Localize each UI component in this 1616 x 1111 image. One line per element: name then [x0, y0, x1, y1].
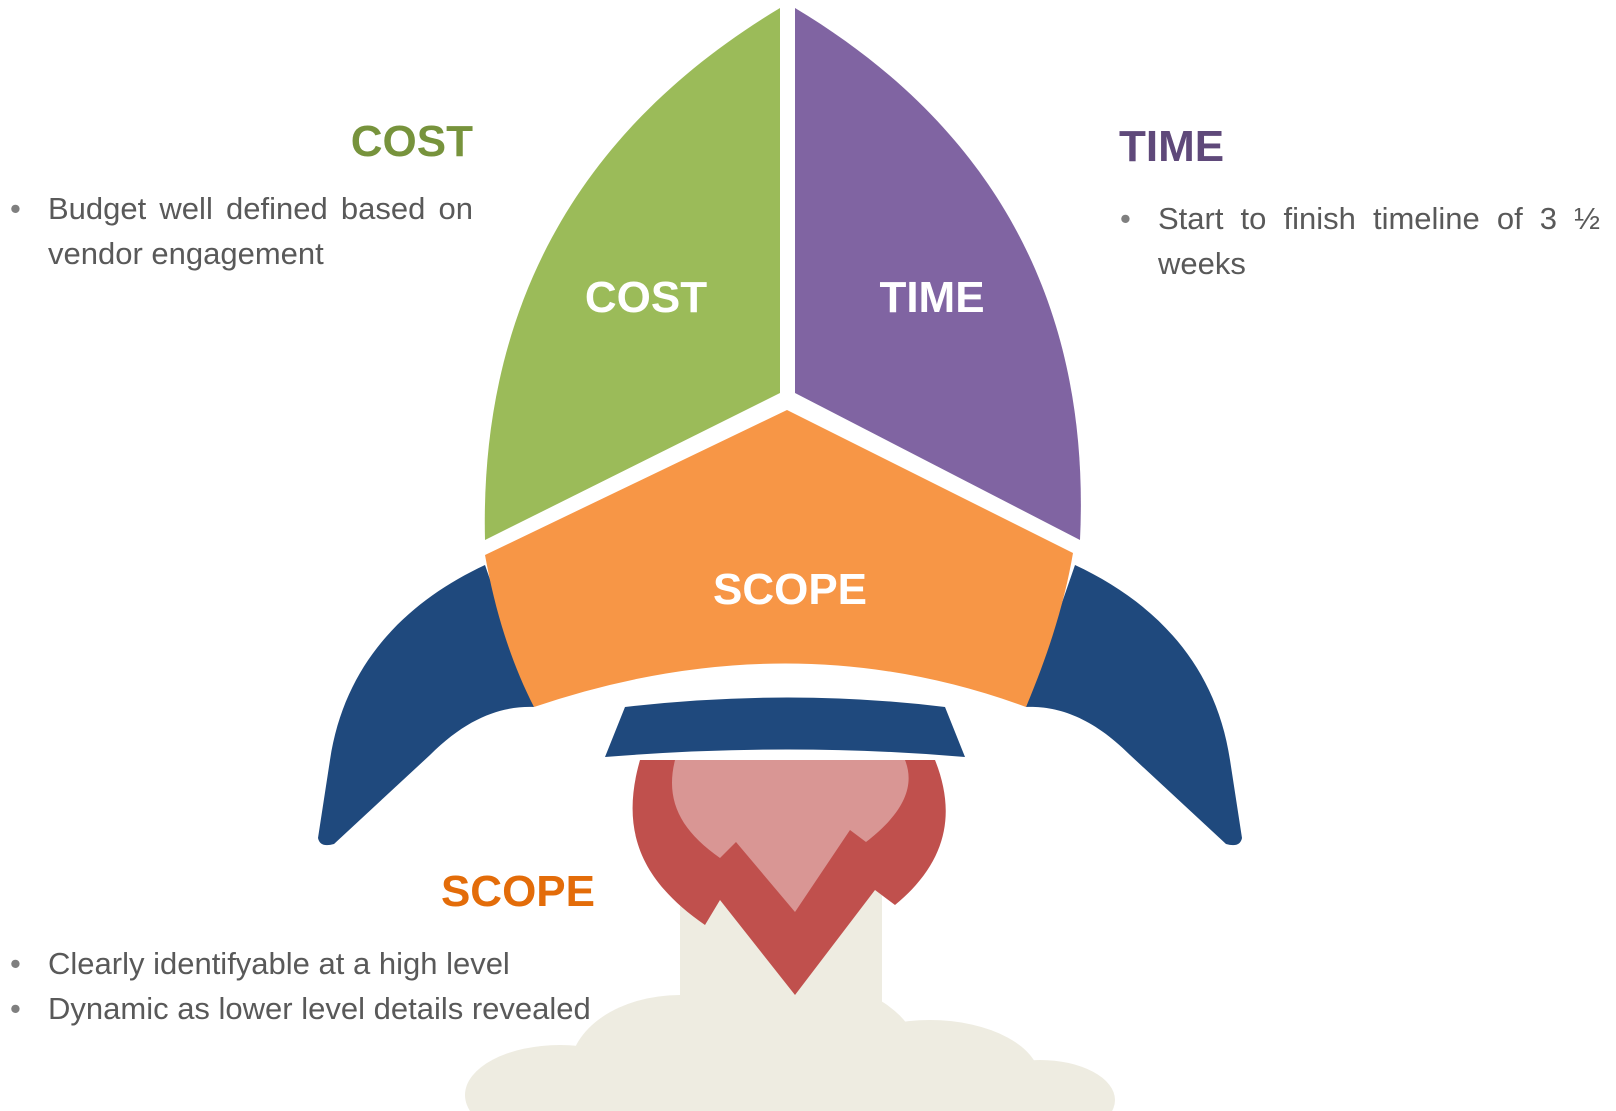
scope-segment [485, 410, 1073, 707]
time-segment-label: TIME [879, 273, 984, 322]
rocket-nozzle [605, 697, 965, 757]
cost-bullet: Budget well defined based on vendor enga… [10, 186, 473, 276]
time-segment [795, 8, 1081, 540]
time-bullet-list: Start to finish timeline of 3 ½ weeks [1120, 196, 1600, 286]
time-bullet: Start to finish timeline of 3 ½ weeks [1120, 196, 1600, 286]
scope-heading: SCOPE [440, 867, 595, 916]
scope-bullet: Clearly identifyable at a high level [10, 941, 594, 986]
flame-inner [672, 760, 909, 912]
scope-bullet: Dynamic as lower level details revealed [10, 986, 594, 1031]
left-fin [318, 565, 534, 846]
right-fin [1026, 565, 1242, 846]
cost-segment-label: COST [585, 273, 707, 322]
time-heading: TIME [1119, 122, 1225, 171]
cost-bullet-list: Budget well defined based on vendor enga… [10, 186, 473, 276]
cost-heading: COST [350, 117, 473, 166]
scope-segment-label: SCOPE [713, 565, 867, 614]
cost-segment [484, 8, 780, 540]
scope-bullet-list: Clearly identifyable at a high level Dyn… [10, 941, 594, 1031]
